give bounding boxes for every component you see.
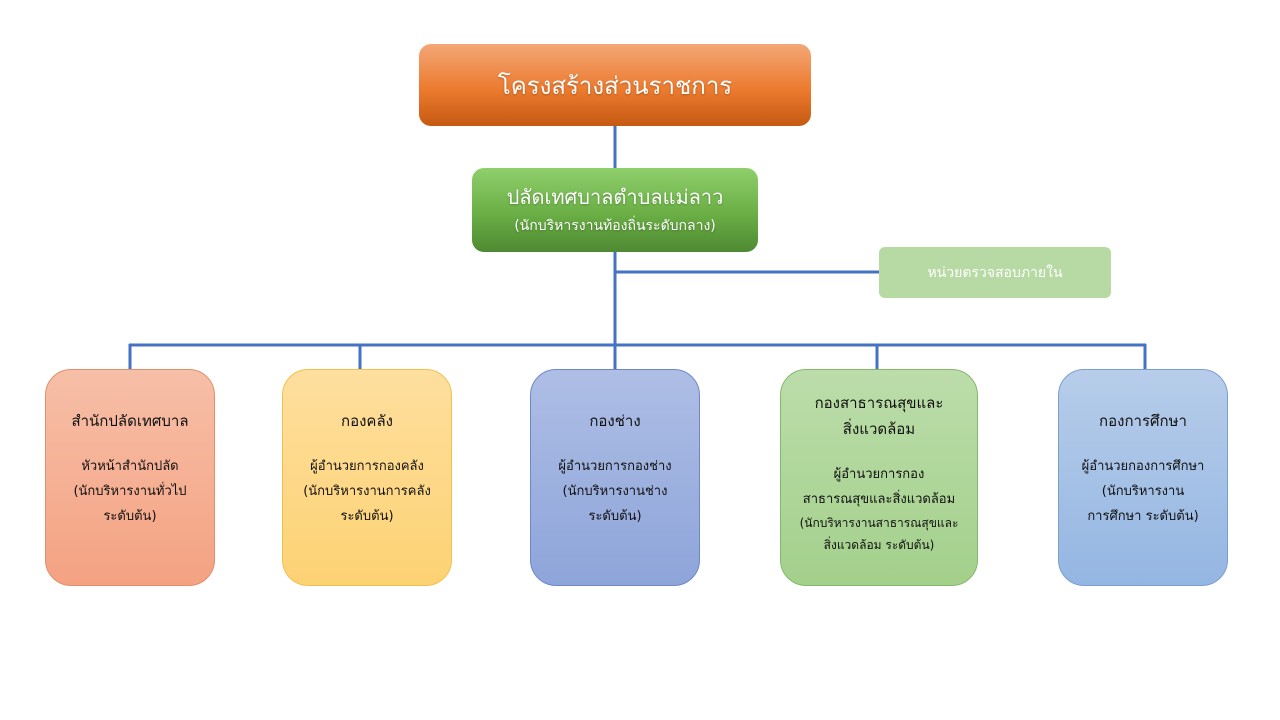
dept-name: กองช่าง <box>589 412 641 430</box>
dept-box-public-health: กองสาธารณสุขและ สิ่งแวดล้อม ผู้อำนวยการก… <box>780 369 978 586</box>
dept-box-engineering: กองช่าง ผู้อำนวยการกองช่าง (นักบริหารงาน… <box>530 369 700 586</box>
head-title: ปลัดเทศบาลตำบลแม่ลาว <box>506 185 724 209</box>
dept-box-office: สำนักปลัดเทศบาล หัวหน้าสำนักปลัด (นักบริ… <box>45 369 215 586</box>
dept-box-finance: กองคลัง ผู้อำนวยการกองคลัง (นักบริหารงาน… <box>282 369 452 586</box>
dept-name: สำนักปลัดเทศบาล <box>71 412 189 430</box>
head-subtitle: (นักบริหารงานท้องถิ่นระดับกลาง) <box>514 218 716 234</box>
dept-role: ผู้อำนวยการกอง สาธารณสุขและสิ่งแวดล้อม <box>802 467 956 507</box>
dept-name: กองการศึกษา <box>1099 412 1187 430</box>
audit-unit-label: หน่วยตรวจสอบภายใน <box>927 264 1063 281</box>
dept-name: กองสาธารณสุขและ สิ่งแวดล้อม <box>814 394 944 438</box>
dept-name: กองคลัง <box>341 412 393 430</box>
head-position-box: ปลัดเทศบาลตำบลแม่ลาว (นักบริหารงานท้องถิ… <box>472 168 758 252</box>
dept-role: หัวหน้าสำนักปลัด (นักบริหารงานทั่วไป ระด… <box>73 459 187 524</box>
org-title-box: โครงสร้างส่วนราชการ <box>419 44 811 126</box>
dept-role-detail: (นักบริหารงานสาธารณสุขและ สิ่งแวดล้อม ระ… <box>799 516 959 552</box>
dept-role: ผู้อำนวยกองการศึกษา (นักบริหารงาน การศึก… <box>1081 459 1205 524</box>
dept-box-education: กองการศึกษา ผู้อำนวยกองการศึกษา (นักบริห… <box>1058 369 1228 586</box>
audit-unit-box: หน่วยตรวจสอบภายใน <box>879 247 1111 298</box>
org-title: โครงสร้างส่วนราชการ <box>497 71 733 100</box>
dept-role: ผู้อำนวยการกองช่าง (นักบริหารงานช่าง ระด… <box>558 459 672 524</box>
dept-role: ผู้อำนวยการกองคลัง (นักบริหารงานการคลัง … <box>303 459 431 524</box>
